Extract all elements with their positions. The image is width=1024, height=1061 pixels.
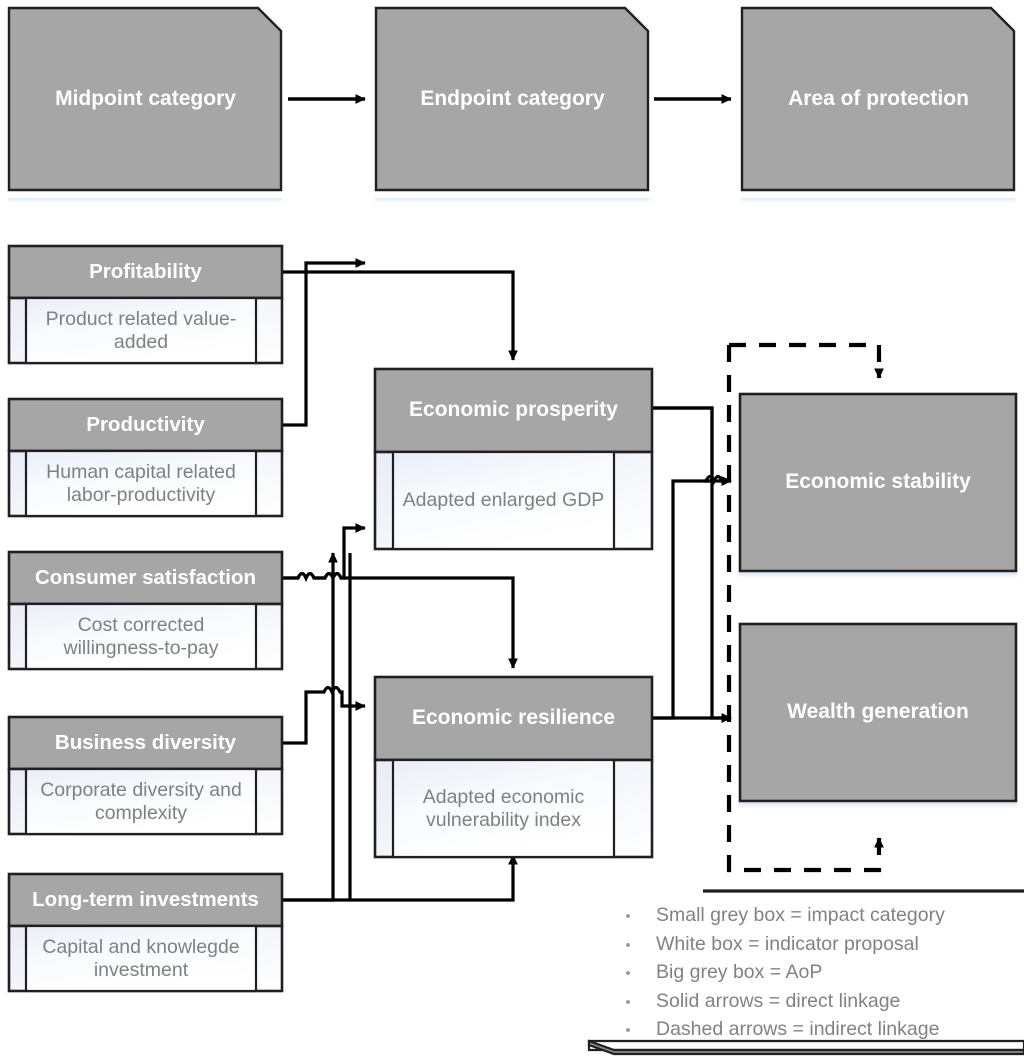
link-productivity-to-prosperity (282, 258, 366, 427)
link-prosperity-to-wealth (652, 406, 732, 723)
unit-long-term-investments[interactable] (7, 872, 284, 993)
link-consumer-satisfaction-to-prosperity (282, 523, 366, 582)
legend-item: • Solid arrows = direct linkage (600, 988, 1020, 1017)
dashed-link-into-stability (729, 342, 884, 379)
unit-consumer-satisfaction[interactable] (7, 550, 284, 671)
aop-wealth-generation[interactable] (738, 622, 1018, 803)
legend-item-label: Small grey box = impact category (656, 904, 945, 926)
unit-economic-resilience[interactable] (373, 675, 654, 859)
bullet-icon: • (625, 1022, 631, 1040)
bullet-icon: • (625, 965, 631, 983)
dashed-connectors (726, 342, 884, 873)
bullet-icon: • (625, 993, 631, 1011)
legend-item: • Big grey box = AoP (600, 959, 1020, 988)
legend-frame (587, 889, 1024, 1056)
area-of-protection-box (740, 6, 1016, 192)
top-row-boxes (7, 6, 1016, 205)
link-prosperity-to-stability (652, 406, 732, 486)
legend-item: • Dashed arrows = indirect linkage (600, 1016, 1020, 1045)
link-longterm-to-resilience-indicator (282, 854, 518, 902)
legend-item: • White box = indicator proposal (600, 931, 1020, 960)
link-consumer-satisfaction-to-resilience (282, 571, 518, 669)
legend-item-label: Solid arrows = direct linkage (656, 989, 901, 1012)
legend-item-label: Big grey box = AoP (656, 961, 823, 984)
unit-profitability[interactable] (7, 244, 284, 365)
unit-business-diversity[interactable] (7, 715, 284, 836)
endpoint-category-box (374, 6, 650, 192)
legend-ribbon (587, 1039, 1024, 1052)
midpoint-units (7, 244, 284, 993)
link-business-diversity-to-resilience (282, 685, 366, 745)
unit-productivity[interactable] (7, 397, 284, 518)
legend-ribbon-shadow (587, 1039, 1024, 1056)
unit-economic-prosperity[interactable] (373, 367, 654, 551)
midpoint-category-box (7, 6, 283, 192)
legend-item-label: White box = indicator proposal (656, 932, 919, 955)
bullet-icon: • (625, 936, 631, 954)
legend-item-label: Dashed arrows = indirect linkage (656, 1018, 940, 1041)
aop-boxes (738, 392, 1018, 811)
connector-lines (282, 258, 732, 902)
link-profitability-to-prosperity (282, 270, 518, 361)
aop-economic-stability[interactable] (738, 392, 1018, 573)
link-resilience-to-stability (652, 476, 732, 720)
dashed-link-into-wealth-generation (726, 345, 884, 873)
legend-item: • Small grey box = impact category (600, 902, 1020, 931)
bullet-icon: • (625, 908, 631, 925)
legend-list: • Small grey box = impact category • Whi… (600, 902, 1020, 1045)
endpoint-units (373, 367, 654, 859)
